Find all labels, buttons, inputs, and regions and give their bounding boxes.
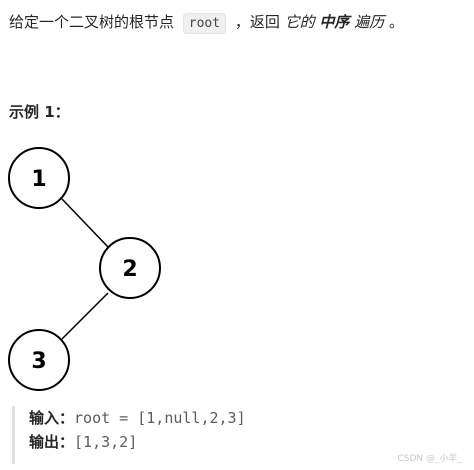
output-label: 输出： — [29, 433, 75, 451]
output-row: 输出：[1,3,2] — [29, 430, 312, 454]
example-title: 示例 1： — [9, 103, 70, 121]
description-emphasis: 它的 — [284, 13, 320, 31]
description-text: 给定一个二叉树的根节点 — [9, 13, 179, 31]
description-text: 。 — [384, 13, 404, 31]
inline-code-root: root — [182, 13, 227, 34]
input-label: 输入： — [29, 409, 75, 427]
tree-edge — [61, 198, 109, 248]
description-emphasis: 遍历 — [349, 13, 385, 31]
tree-node-label: 1 — [31, 167, 46, 192]
output-value: [1,3,2] — [74, 433, 138, 451]
example-io-block: 输入：root = [1,null,2,3] 输出：[1,3,2] — [12, 406, 312, 464]
tree-node: 3 — [8, 329, 70, 391]
tree-node: 2 — [99, 237, 161, 299]
tree-node-label: 3 — [31, 349, 46, 374]
binary-tree-diagram: 1 2 3 — [8, 147, 161, 391]
watermark: CSDN @_小羊_ — [397, 454, 462, 464]
description-strong: 中序 — [319, 13, 350, 31]
input-value: root = [1,null,2,3] — [74, 409, 246, 427]
tree-edge — [61, 292, 109, 340]
tree-node-label: 2 — [122, 257, 137, 282]
input-row: 输入：root = [1,null,2,3] — [29, 406, 312, 430]
description-text: ，返回 — [230, 13, 285, 31]
problem-description: 给定一个二叉树的根节点 root ，返回 它的 中序 遍历 。 — [9, 9, 404, 37]
tree-node: 1 — [8, 147, 70, 209]
